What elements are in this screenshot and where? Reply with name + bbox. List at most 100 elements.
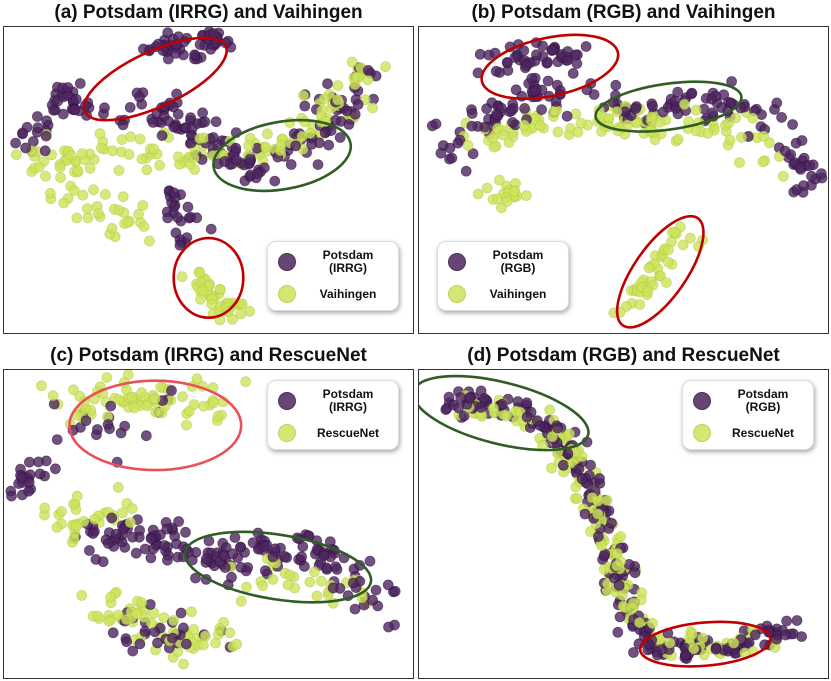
scatter-point-potsdam bbox=[177, 622, 189, 634]
legend-label-vaihingen: Vaihingen bbox=[319, 286, 377, 301]
scatter-point-target bbox=[143, 235, 155, 247]
scatter-point-target bbox=[634, 617, 645, 629]
scatter-point-potsdam bbox=[794, 162, 806, 174]
scatter-point-target bbox=[563, 428, 575, 440]
panel-a-legend: Potsdam(IRRG) Vaihingen bbox=[267, 241, 399, 311]
highlight-ellipse-red bbox=[480, 33, 620, 101]
scatter-point-target bbox=[308, 566, 320, 578]
scatter-point-potsdam bbox=[6, 490, 17, 502]
scatter-point-target bbox=[647, 617, 658, 629]
scatter-point-potsdam bbox=[185, 112, 197, 124]
scatter-point-target bbox=[267, 573, 279, 585]
scatter-point-potsdam bbox=[219, 156, 231, 167]
highlight-ellipse-green bbox=[212, 118, 353, 193]
scatter-point-target bbox=[646, 111, 657, 123]
scatter-point-potsdam bbox=[382, 579, 394, 591]
scatter-point-target bbox=[747, 112, 759, 124]
highlight-ellipse-green bbox=[594, 80, 743, 133]
scatter-point-target bbox=[150, 406, 162, 418]
scatter-point-potsdam bbox=[776, 112, 788, 123]
legend-label-potsdam: Potsdam(RGB) bbox=[492, 248, 544, 275]
scatter-point-potsdam bbox=[518, 45, 530, 57]
legend-swatch-rescuenet bbox=[278, 424, 296, 442]
scatter-point-target bbox=[68, 384, 79, 396]
scatter-point-potsdam bbox=[364, 555, 376, 567]
scatter-point-potsdam bbox=[501, 57, 513, 68]
scatter-point-target bbox=[235, 595, 247, 607]
scatter-point-potsdam bbox=[40, 130, 52, 142]
scatter-point-target bbox=[688, 643, 700, 655]
highlight-ellipse-red bbox=[615, 214, 705, 329]
scatter-point-potsdam bbox=[48, 104, 59, 116]
scatter-point-target bbox=[103, 615, 115, 627]
scatter-point-potsdam bbox=[107, 627, 119, 639]
scatter-point-potsdam bbox=[557, 459, 569, 471]
scatter-point-target bbox=[70, 520, 82, 532]
scatter-point-potsdam bbox=[121, 636, 132, 648]
scatter-point-potsdam bbox=[710, 643, 722, 655]
scatter-point-target bbox=[40, 170, 51, 182]
scatter-point-potsdam bbox=[612, 626, 624, 638]
panel-c: (c) Potsdam (IRRG) and RescueNet Potsdam… bbox=[3, 343, 414, 679]
scatter-point-target bbox=[77, 189, 89, 201]
scatter-point-target bbox=[544, 404, 556, 416]
scatter-point-target bbox=[508, 186, 520, 197]
scatter-point-potsdam bbox=[561, 110, 573, 122]
scatter-point-target bbox=[51, 521, 63, 533]
scatter-point-target bbox=[546, 431, 558, 443]
scatter-point-target bbox=[172, 151, 184, 163]
scatter-point-potsdam bbox=[322, 78, 333, 90]
scatter-point-target bbox=[113, 394, 125, 406]
scatter-point-target bbox=[71, 490, 83, 502]
scatter-point-potsdam bbox=[481, 103, 492, 115]
scatter-point-potsdam bbox=[771, 633, 783, 645]
scatter-point-potsdam bbox=[69, 104, 81, 116]
scatter-point-target bbox=[149, 393, 161, 405]
panel-a-plot: Potsdam(IRRG) Vaihingen bbox=[3, 26, 414, 334]
scatter-point-target bbox=[197, 639, 209, 651]
scatter-point-target bbox=[311, 590, 323, 602]
scatter-point-target bbox=[534, 120, 546, 132]
scatter-point-potsdam bbox=[460, 165, 472, 177]
scatter-point-target bbox=[318, 93, 330, 105]
scatter-point-target bbox=[89, 513, 101, 525]
panel-d-scatter bbox=[419, 374, 808, 668]
scatter-point-target bbox=[224, 627, 236, 639]
scatter-point-potsdam bbox=[156, 130, 168, 141]
scatter-point-target bbox=[332, 80, 344, 91]
scatter-point-potsdam bbox=[796, 135, 808, 146]
scatter-point-potsdam bbox=[672, 86, 684, 98]
scatter-point-potsdam bbox=[656, 644, 668, 656]
scatter-point-potsdam bbox=[259, 565, 271, 577]
scatter-point-potsdam bbox=[110, 528, 122, 540]
scatter-point-potsdam bbox=[162, 27, 174, 39]
scatter-point-potsdam bbox=[235, 561, 247, 573]
scatter-point-target bbox=[611, 560, 623, 572]
scatter-point-potsdam bbox=[787, 119, 799, 130]
scatter-point-target bbox=[146, 617, 157, 629]
scatter-point-target bbox=[124, 517, 136, 528]
scatter-point-target bbox=[362, 74, 374, 86]
scatter-point-target bbox=[585, 526, 596, 538]
scatter-point-potsdam bbox=[127, 645, 139, 657]
scatter-point-potsdam bbox=[175, 607, 187, 619]
scatter-point-target bbox=[141, 400, 153, 412]
scatter-point-potsdam bbox=[230, 154, 242, 166]
scatter-point-potsdam bbox=[218, 550, 230, 562]
scatter-point-potsdam bbox=[475, 402, 487, 413]
scatter-point-potsdam bbox=[490, 65, 502, 77]
scatter-point-potsdam bbox=[162, 115, 174, 127]
scatter-point-target bbox=[284, 569, 296, 581]
scatter-point-target bbox=[214, 283, 226, 295]
scatter-point-target bbox=[68, 185, 80, 197]
scatter-point-potsdam bbox=[312, 159, 324, 171]
panel-b-scatter bbox=[426, 33, 828, 329]
scatter-point-target bbox=[194, 133, 206, 144]
legend-label-potsdam: Potsdam(IRRG) bbox=[322, 387, 374, 414]
scatter-point-target bbox=[158, 612, 170, 624]
scatter-point-potsdam bbox=[318, 550, 330, 561]
scatter-point-target bbox=[236, 298, 248, 310]
scatter-point-potsdam bbox=[466, 120, 478, 132]
scatter-point-potsdam bbox=[269, 175, 281, 187]
scatter-point-potsdam bbox=[258, 540, 270, 552]
